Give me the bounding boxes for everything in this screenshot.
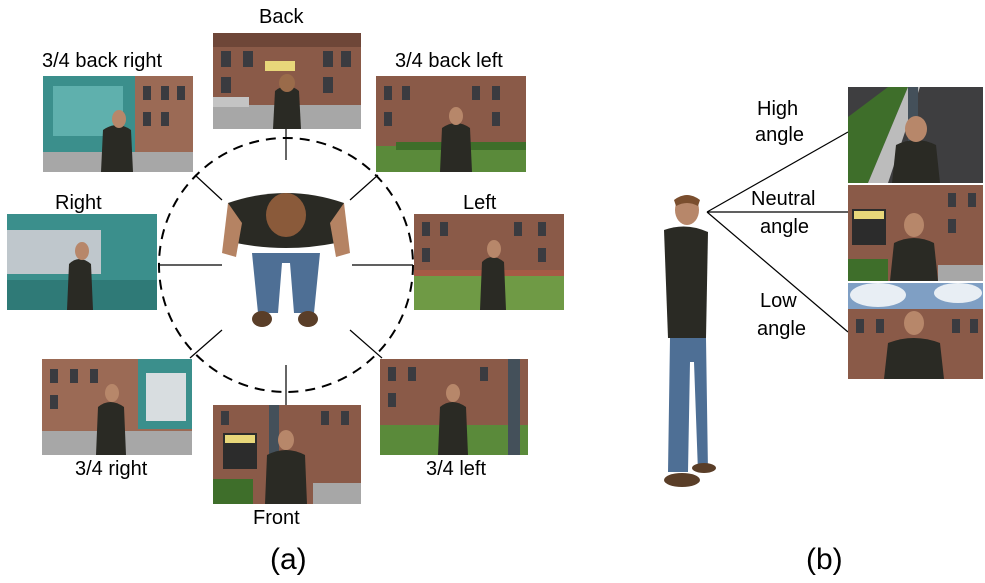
character-top-view bbox=[222, 183, 350, 333]
line-back-left bbox=[349, 174, 379, 201]
label-left: Left bbox=[463, 192, 497, 214]
label-neutral-angle: angle bbox=[760, 216, 809, 238]
thumb-neutral-angle bbox=[848, 185, 983, 281]
label-back-left: 3/4 back left bbox=[395, 50, 503, 72]
label-34-left: 3/4 left bbox=[426, 458, 487, 480]
thumb-back bbox=[213, 33, 361, 129]
label-back: Back bbox=[259, 6, 304, 28]
label-low: Low bbox=[760, 290, 797, 312]
thumb-back-right bbox=[43, 76, 193, 172]
label-34-right: 3/4 right bbox=[75, 458, 148, 480]
thumb-back-left bbox=[376, 76, 526, 172]
label-front: Front bbox=[253, 507, 300, 529]
line-front-left bbox=[349, 329, 383, 359]
label-high: High bbox=[757, 98, 799, 120]
label-neutral: Neutral bbox=[751, 188, 816, 210]
label-high-angle: angle bbox=[755, 124, 804, 146]
thumb-34-left bbox=[380, 359, 528, 455]
line-back-right bbox=[194, 174, 223, 201]
line-front-right bbox=[189, 329, 223, 359]
caption-b: (b) bbox=[806, 543, 843, 576]
thumb-right bbox=[7, 214, 157, 310]
thumb-left bbox=[414, 214, 564, 310]
thumb-front bbox=[213, 405, 361, 504]
label-back-right: 3/4 back right bbox=[42, 50, 163, 72]
caption-a: (a) bbox=[270, 543, 307, 576]
thumb-low-angle bbox=[848, 283, 983, 379]
line-low-angle bbox=[706, 211, 849, 333]
label-right: Right bbox=[55, 192, 102, 214]
label-low-angle: angle bbox=[757, 318, 806, 340]
character-side-view bbox=[660, 192, 722, 492]
line-high-angle bbox=[706, 131, 849, 213]
thumb-high-angle bbox=[848, 87, 983, 183]
thumb-34-right bbox=[42, 359, 192, 455]
